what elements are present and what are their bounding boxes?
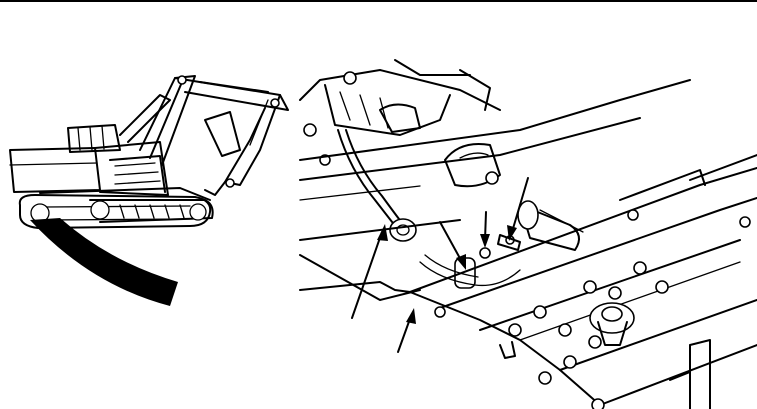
frame-bolt-pattern [434, 209, 751, 409]
air-duct [444, 143, 501, 188]
excavator-boom-arm [119, 75, 289, 196]
callout-arrow-grommet [351, 224, 388, 319]
frame-tab [499, 341, 516, 359]
locator-sweep [30, 218, 178, 306]
upper-bracket-assembly [299, 59, 501, 166]
frame-side-wall [299, 79, 691, 301]
callout-arrow-bolt [480, 211, 490, 248]
callout-arrow-frame-rail [397, 308, 416, 353]
callout-arrow-clamp [439, 221, 466, 270]
header-rule [0, 0, 757, 2]
excavator-track-assembly [18, 194, 214, 229]
excavator-locator [9, 75, 289, 306]
callout-arrow-fitting [507, 177, 529, 241]
wire-harness [337, 129, 401, 233]
main-frame-rail [299, 154, 757, 406]
frame-detail [299, 59, 757, 409]
center-hub [589, 302, 635, 346]
harness-grommet [389, 218, 417, 242]
clamp-hardware [419, 234, 521, 289]
excavator-upper-structure [9, 124, 211, 201]
mounting-bracket [669, 339, 711, 409]
callout-arrows [351, 177, 529, 353]
cylinder-component [517, 200, 584, 251]
